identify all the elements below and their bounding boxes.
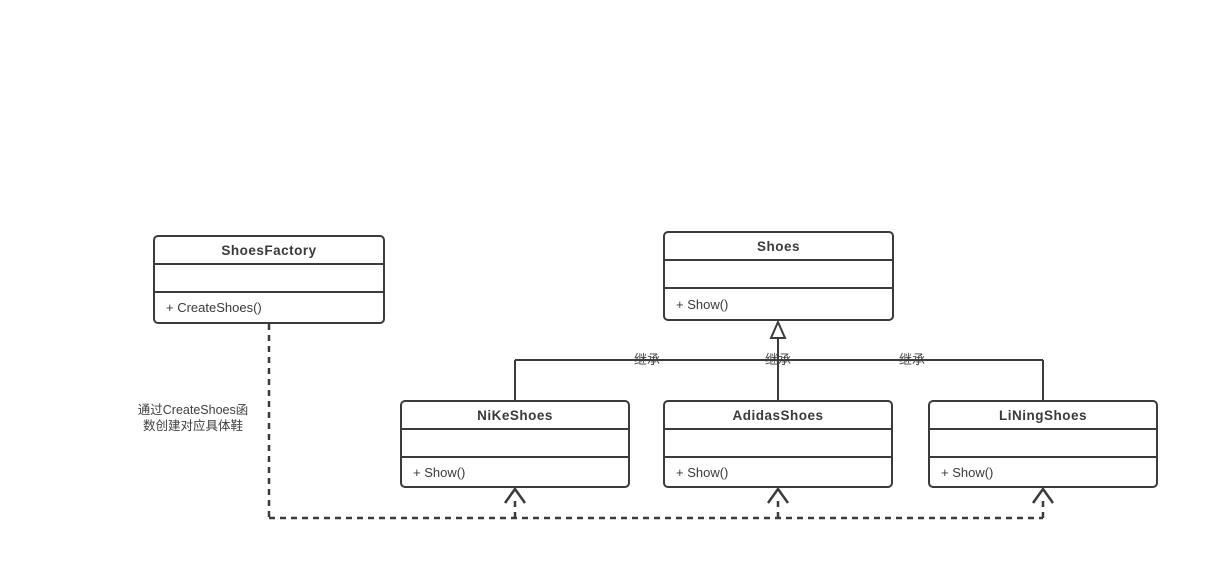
class-attributes-adidasshoes [665,430,891,458]
class-attributes-shoes [665,261,892,289]
open-arrowhead-nike [503,486,527,504]
class-box-nikeshoes: NiKeShoes + Show() [400,400,630,488]
class-name-shoes: Shoes [665,233,892,261]
open-arrowhead-adidas [766,486,790,504]
annotation-note: 通过CreateShoes函 数创建对应具体鞋 [113,403,273,434]
edge-label-inherit-right: 继承 [898,352,926,367]
class-name-adidasshoes: AdidasShoes [665,402,891,430]
annotation-line-2: 数创建对应具体鞋 [142,418,243,433]
class-attributes-nikeshoes [402,430,628,458]
edge-label-inherit-center: 继承 [764,352,792,367]
class-attributes-liningshoes [930,430,1156,458]
dependency-connector [267,324,1045,520]
class-name-liningshoes: LiNingShoes [930,402,1156,430]
class-name-shoesfactory: ShoesFactory [155,237,383,265]
annotation-line-1: 通过CreateShoes函 [137,403,249,417]
class-method-shoes: + Show() [676,296,729,312]
class-method-shoesfactory: + CreateShoes() [166,300,262,315]
open-arrowhead-lining [1031,486,1055,504]
class-name-nikeshoes: NiKeShoes [402,402,628,430]
class-method-liningshoes: + Show() [941,464,994,480]
class-method-adidasshoes: + Show() [676,464,729,480]
inheritance-connector [514,338,1044,400]
class-box-shoesfactory: ShoesFactory + CreateShoes() [153,235,385,324]
class-method-nikeshoes: + Show() [413,464,466,480]
class-box-adidasshoes: AdidasShoes + Show() [663,400,893,488]
class-attributes-shoesfactory [155,265,383,293]
hollow-triangle-arrowhead [769,319,787,339]
class-box-liningshoes: LiNingShoes + Show() [928,400,1158,488]
class-box-shoes: Shoes + Show() [663,231,894,321]
edge-label-inherit-left: 继承 [633,352,661,367]
